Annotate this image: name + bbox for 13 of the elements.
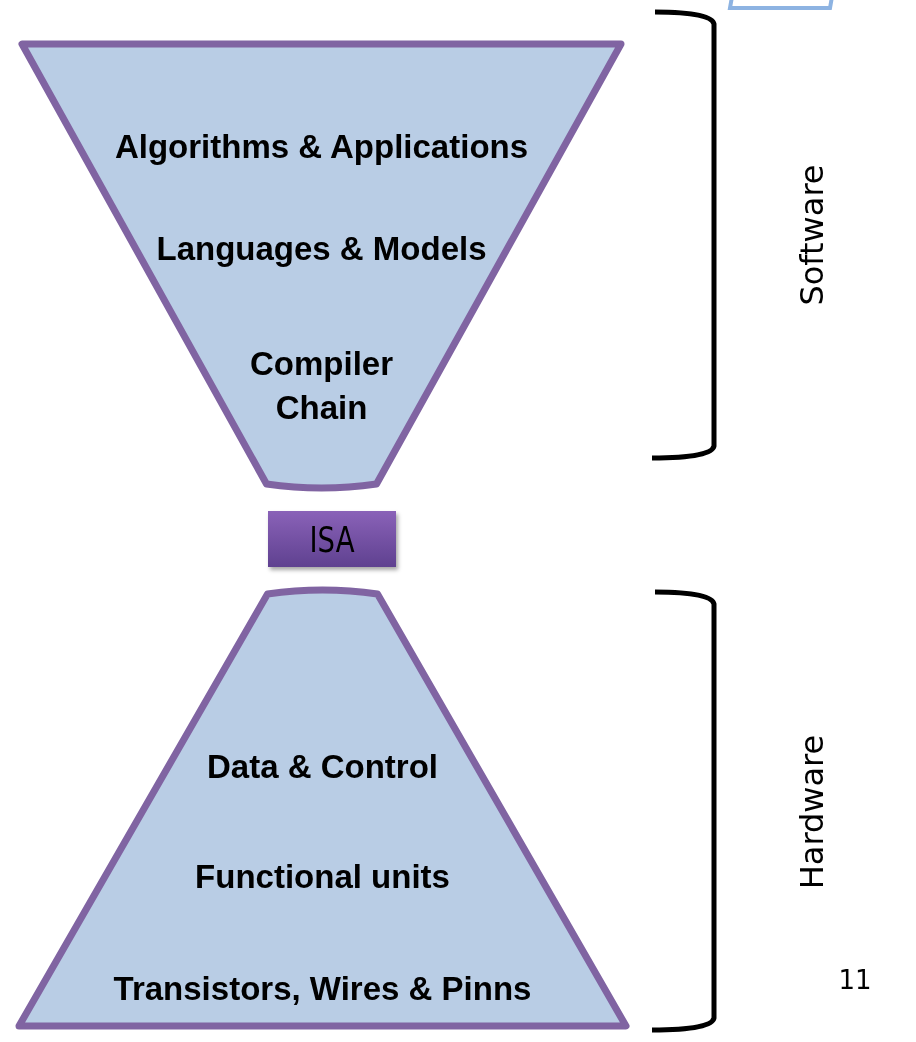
isa-label: ISA (309, 518, 355, 560)
page-number: 11 (838, 965, 872, 995)
layer-label: Languages & Models (155, 230, 488, 268)
layer-label: Data & Control (206, 748, 439, 786)
trapezoid (15, 588, 630, 1030)
layer-label: Algorithms & Applications (113, 128, 530, 166)
layer-label: Compiler Chain (249, 344, 394, 428)
section-label: Hardware (793, 734, 831, 890)
layer-label: Transistors, Wires & Pinns (112, 970, 533, 1008)
section-label: Software (793, 164, 831, 306)
layer-label: Functional units (194, 858, 451, 896)
inverted-trapezoid (18, 40, 625, 490)
isa-box (268, 511, 396, 567)
